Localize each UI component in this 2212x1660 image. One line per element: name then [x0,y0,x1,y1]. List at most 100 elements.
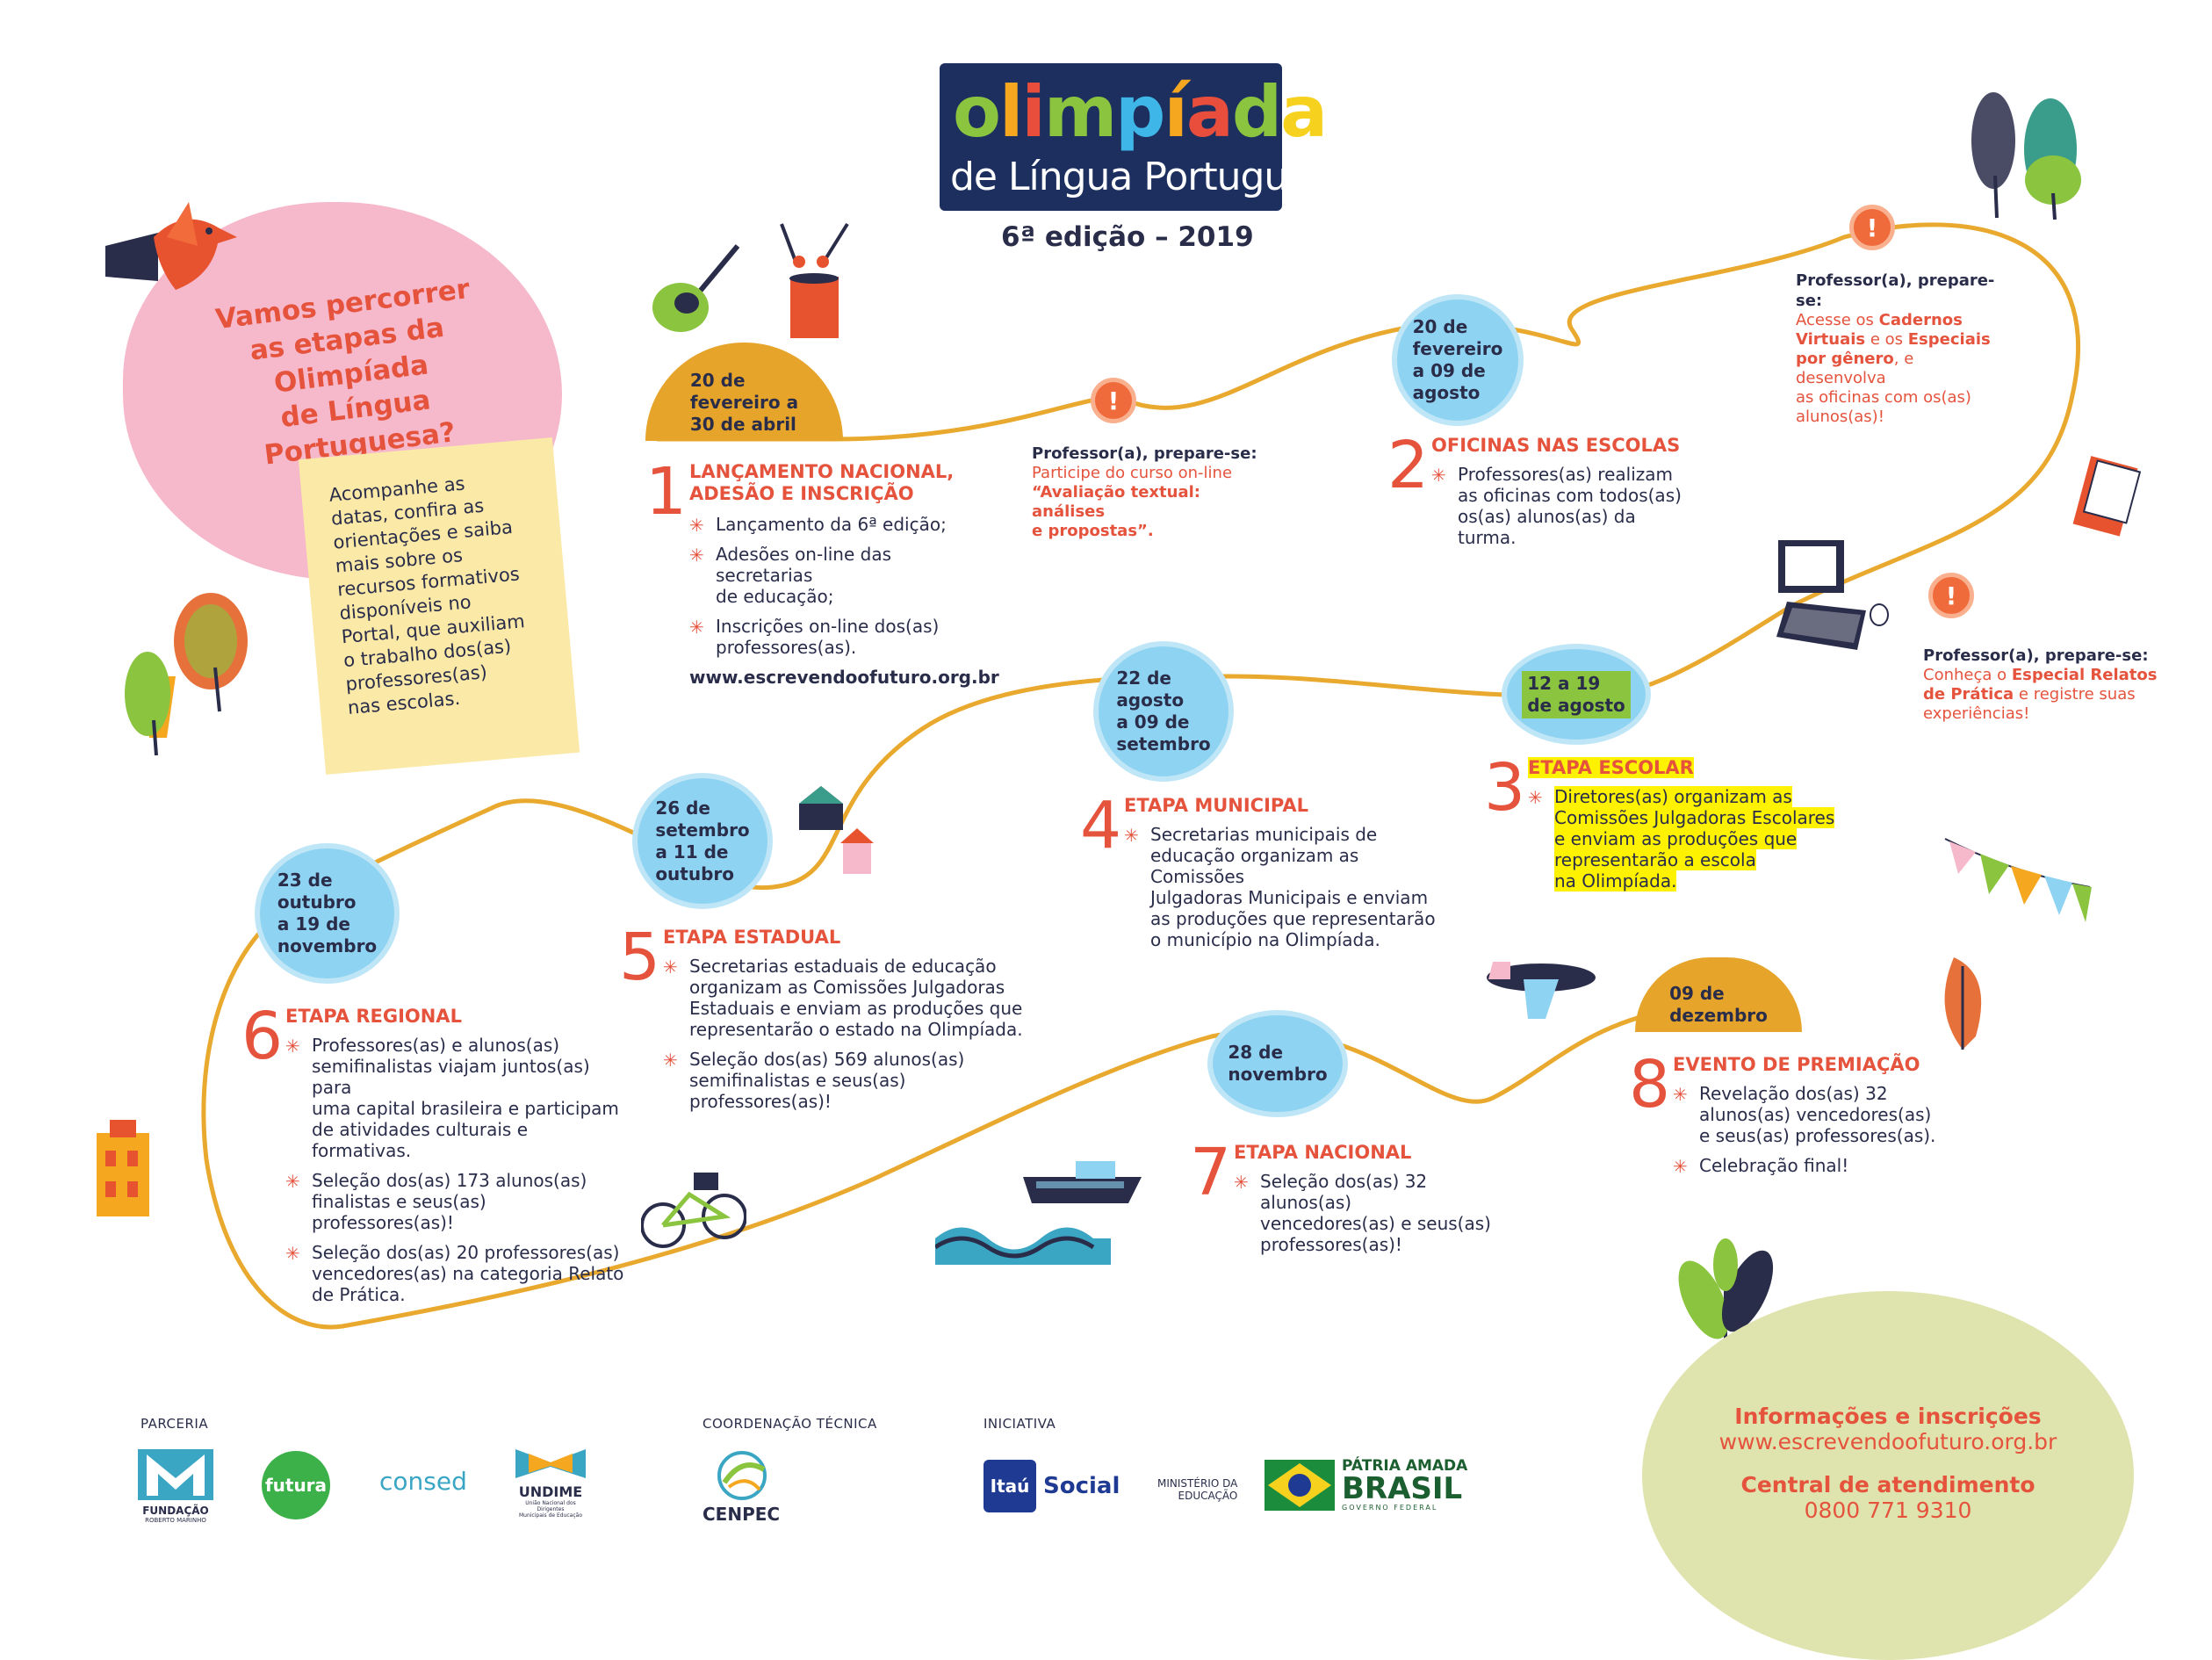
governo-text: GOVERNO FEDERAL [1342,1504,1438,1512]
stage-8-list: ✳ Revelação dos(as) 32 alunos(as) vencedo… [1673,1083,1963,1177]
prepare-3-b: Especial Relatos de Prática [1923,666,2158,704]
stage-8: 8 EVENTO DE PREMIAÇÃO ✳Revelação dos(as)… [1629,1052,1963,1185]
parceria-label: PARCERIA [141,1416,209,1432]
edition-label: 6ª edição – 2019 [1001,221,1254,253]
stage-4-title: ETAPA MUNICIPAL [1124,795,1308,816]
phone-number[interactable]: 0800 771 9310 [1804,1498,1972,1523]
brasil-logo: PÁTRIA AMADA BRASIL GOVERNO FEDERAL [1265,1458,1467,1512]
stage-6-list: ✳ Professores(as) e alunos(as) semifinali… [285,1035,628,1305]
prepare-note-3: Professor(a), prepare-se: Conheça o Espe… [1923,646,2169,724]
bullet-icon: ✳ [689,515,704,536]
prepare-body-1: Participe do curso on-line [1032,464,1233,482]
logo-letter: i [1021,71,1045,153]
social-text: Social [1043,1473,1120,1499]
date-2: 20 de fevereiro a 09 de agosto [1412,316,1503,403]
date-3: 12 a 19 de agosto [1522,670,1631,718]
date-8: 09 de dezembro [1669,983,1768,1026]
stage-list-text: Professores(as) e alunos(as) semifinalis… [312,1035,619,1161]
bicycle-icon [641,1173,746,1248]
logo-letter: m [1043,71,1117,153]
prepare-2-d: Especiais por gênero [1796,330,1991,368]
futura-logo: futura [262,1451,330,1519]
logo-letter: o [953,71,1001,153]
brasil-flag-icon [1265,1459,1335,1511]
stage-5-list: ✳Secretarias estaduais de educação organ… [663,956,1023,1112]
prepare-note-1: Professor(a), prepare-se: Participe do c… [1032,444,1269,541]
stage-7-number: 7 [1190,1135,1232,1210]
undime-sub: União Nacional dos Dirigentes Municipais… [518,1500,583,1519]
prepare-2-a: Acesse os [1796,311,1879,329]
notebook-icon [2072,456,2142,537]
stage-1-list: ✳ Lançamento da 6ª edição; ✳ Adesões on-lin… [689,514,979,658]
logo-letter: a [1185,71,1234,153]
stage-6-number: 6 [241,999,284,1074]
stage-3: 3 ETAPA ESCOLAR ✳Diretores(as) organizam… [1484,755,1835,900]
stage-2-number: 2 [1387,428,1430,503]
info-url[interactable]: www.escrevendoofuturo.org.br [1718,1429,2057,1454]
stage-list-text: Revelação dos(as) 32 alunos(as) vencedor… [1699,1083,1936,1146]
stage-1-number: 1 [645,454,688,530]
logo-background [940,63,1282,211]
coordenacao-label: COORDENAÇÃO TÉCNICA [703,1416,877,1432]
stage-list-item: ✳Seleção dos(as) 32 alunos(as) vencedore… [1234,1171,1524,1255]
prepare-body-1-bold: “Avaliação textual: análises e propostas… [1032,483,1200,540]
stage-8-title: EVENTO DE PREMIAÇÃO [1673,1054,1920,1075]
date-6: 23 de outubro a 19 de novembro [277,870,378,956]
bullet-icon: ✳ [1673,1084,1688,1105]
brasil-text-block: PÁTRIA AMADA BRASIL GOVERNO FEDERAL [1342,1458,1467,1512]
bullet-icon: ✳ [1234,1172,1249,1193]
stage-list-item: ✳Seleção dos(as) 20 professores(as) venc… [285,1242,628,1305]
stage-3-list: ✳Diretores(as) organizam as Comissões Ju… [1528,786,1835,891]
stage-list-item: ✳ Celebração final! [1673,1155,1963,1177]
fundacao-roberto-marinho-logo: FUNDAÇÃO ROBERTO MARINHO [136,1447,215,1526]
bullet-icon: ✳ [663,956,678,978]
itau-mark: Itaú [984,1460,1036,1512]
stage-list-text: Inscrições on-line dos(as) professores(a… [716,616,940,658]
stage-6-title: ETAPA REGIONAL [285,1006,462,1027]
stage-list-item: ✳ Professores(as) realizam as oficinas co… [1431,464,1686,548]
alert-icon-3: ! [1928,573,1974,618]
info-block: Informações e inscrições www.escrevendoo… [1651,1404,2125,1523]
bunting-icon [1944,838,2092,922]
waves-icon [935,1227,1111,1265]
logo-wordmark: olimpíada [953,69,1328,156]
stage-2-list: ✳ Professores(as) realizam as oficinas co… [1431,464,1686,548]
stage-5-number: 5 [619,920,661,995]
logo-letter: a [1280,71,1328,153]
date-7: 28 de novembro [1228,1042,1328,1085]
bullet-icon: ✳ [1431,465,1446,486]
stage-2-title: OFICINAS NAS ESCOLAS [1431,435,1681,456]
stage-list-text: Lançamento da 6ª edição; [716,514,947,535]
bullet-icon: ✳ [1673,1156,1688,1177]
bullet-icon: ✳ [689,617,704,638]
stage-7: 7 ETAPA NACIONAL ✳Seleção dos(as) 32 alu… [1190,1135,1524,1264]
alert-icon-1: ! [1091,378,1136,423]
prepare-note-2: Professor(a), prepare-se: Acesse os Cade… [1796,271,2007,427]
logo-letter: d [1231,71,1282,153]
date-circle-3: 12 a 19 de agosto [1502,644,1651,745]
logo-letter: l [998,71,1023,153]
iniciativa-label: INICIATIVA [984,1416,1056,1432]
stage-2: 2 OFICINAS NAS ESCOLAS ✳ Professores(as) … [1387,428,1686,557]
airplane-icon [1487,962,1596,1019]
stage-list-text: Secretarias municipais de educação organ… [1150,824,1436,950]
stage-list-text: Adesões on-line das secretarias de educa… [716,544,892,607]
stage-3-title: ETAPA ESCOLAR [1528,757,1694,778]
boat-icon [1023,1161,1142,1203]
stage-list-text: Professores(as) realizam as oficinas com… [1458,464,1682,548]
info-title: Informações e inscrições [1734,1404,2042,1429]
stage-list-text: Seleção dos(as) 569 alunos(as) semifinal… [689,1049,965,1112]
bird-icon [105,202,237,290]
bullet-icon: ✳ [285,1243,300,1264]
logo-subtitle: de Língua Portuguesa [950,155,1353,199]
stage-4: 4 ETAPA MUNICIPAL ✳Secretarias municipai… [1080,793,1449,959]
stage-list-text: Celebração final! [1699,1155,1849,1176]
stage-6: 6 ETAPA REGIONAL ✳ Professores(as) e alun… [241,999,628,1314]
bullet-icon: ✳ [689,545,704,566]
stage-1-url[interactable]: www.escrevendoofuturo.org.br [689,667,999,688]
guitar-icon [652,244,740,332]
stage-list-item: ✳Seleção dos(as) 173 alunos(as) finalist… [285,1170,628,1233]
central-title: Central de atendimento [1740,1472,2035,1498]
cenpec-logo: CENPEC [703,1447,790,1525]
stage-list-item: ✳Secretarias estaduais de educação organ… [663,956,1023,1040]
